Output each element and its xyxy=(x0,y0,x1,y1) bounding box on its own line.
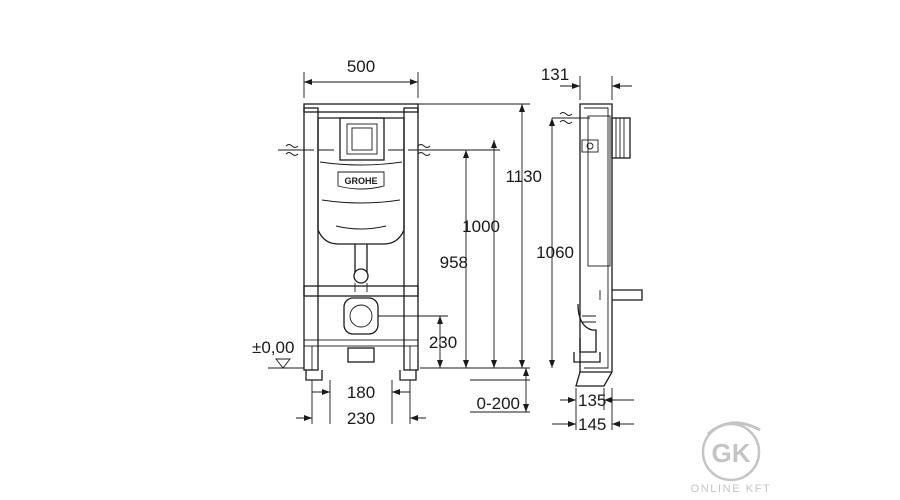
dim-230-height-label: 230 xyxy=(429,333,457,352)
floor-level: ±0,00 xyxy=(252,338,304,369)
floor-level-label: ±0,00 xyxy=(252,338,294,357)
dimension-131: 131 xyxy=(541,65,632,100)
dim-230-width-label: 230 xyxy=(347,409,375,428)
dim-1130-label: 1130 xyxy=(505,167,542,186)
dimension-0-200: 0-200 xyxy=(470,368,530,413)
front-view: GROHE xyxy=(278,103,444,381)
dimension-500: 500 xyxy=(303,57,419,98)
side-view xyxy=(552,103,643,387)
dim-145-label: 145 xyxy=(578,415,606,434)
dim-1060-label: 1060 xyxy=(536,243,574,262)
foot-dimensions: 180 230 xyxy=(296,380,426,428)
depth-dimensions: 135 145 xyxy=(552,388,634,434)
height-dimensions: 958 1000 1130 1060 230 xyxy=(378,103,574,369)
dim-1000-label: 1000 xyxy=(462,217,500,236)
logo-caption: ONLINE KFT xyxy=(690,483,772,495)
dim-0-200-label: 0-200 xyxy=(477,394,520,413)
dim-131-label: 131 xyxy=(541,65,569,84)
logo-initials: GK xyxy=(712,438,751,468)
brand-label: GROHE xyxy=(344,176,377,186)
dim-135-label: 135 xyxy=(578,391,606,410)
gk-logo-mark: GK xyxy=(701,421,761,482)
gk-logo: GK ONLINE KFT xyxy=(686,412,776,498)
dim-500-label: 500 xyxy=(347,57,375,76)
dim-180-label: 180 xyxy=(347,383,375,402)
dim-958-label: 958 xyxy=(440,253,468,272)
